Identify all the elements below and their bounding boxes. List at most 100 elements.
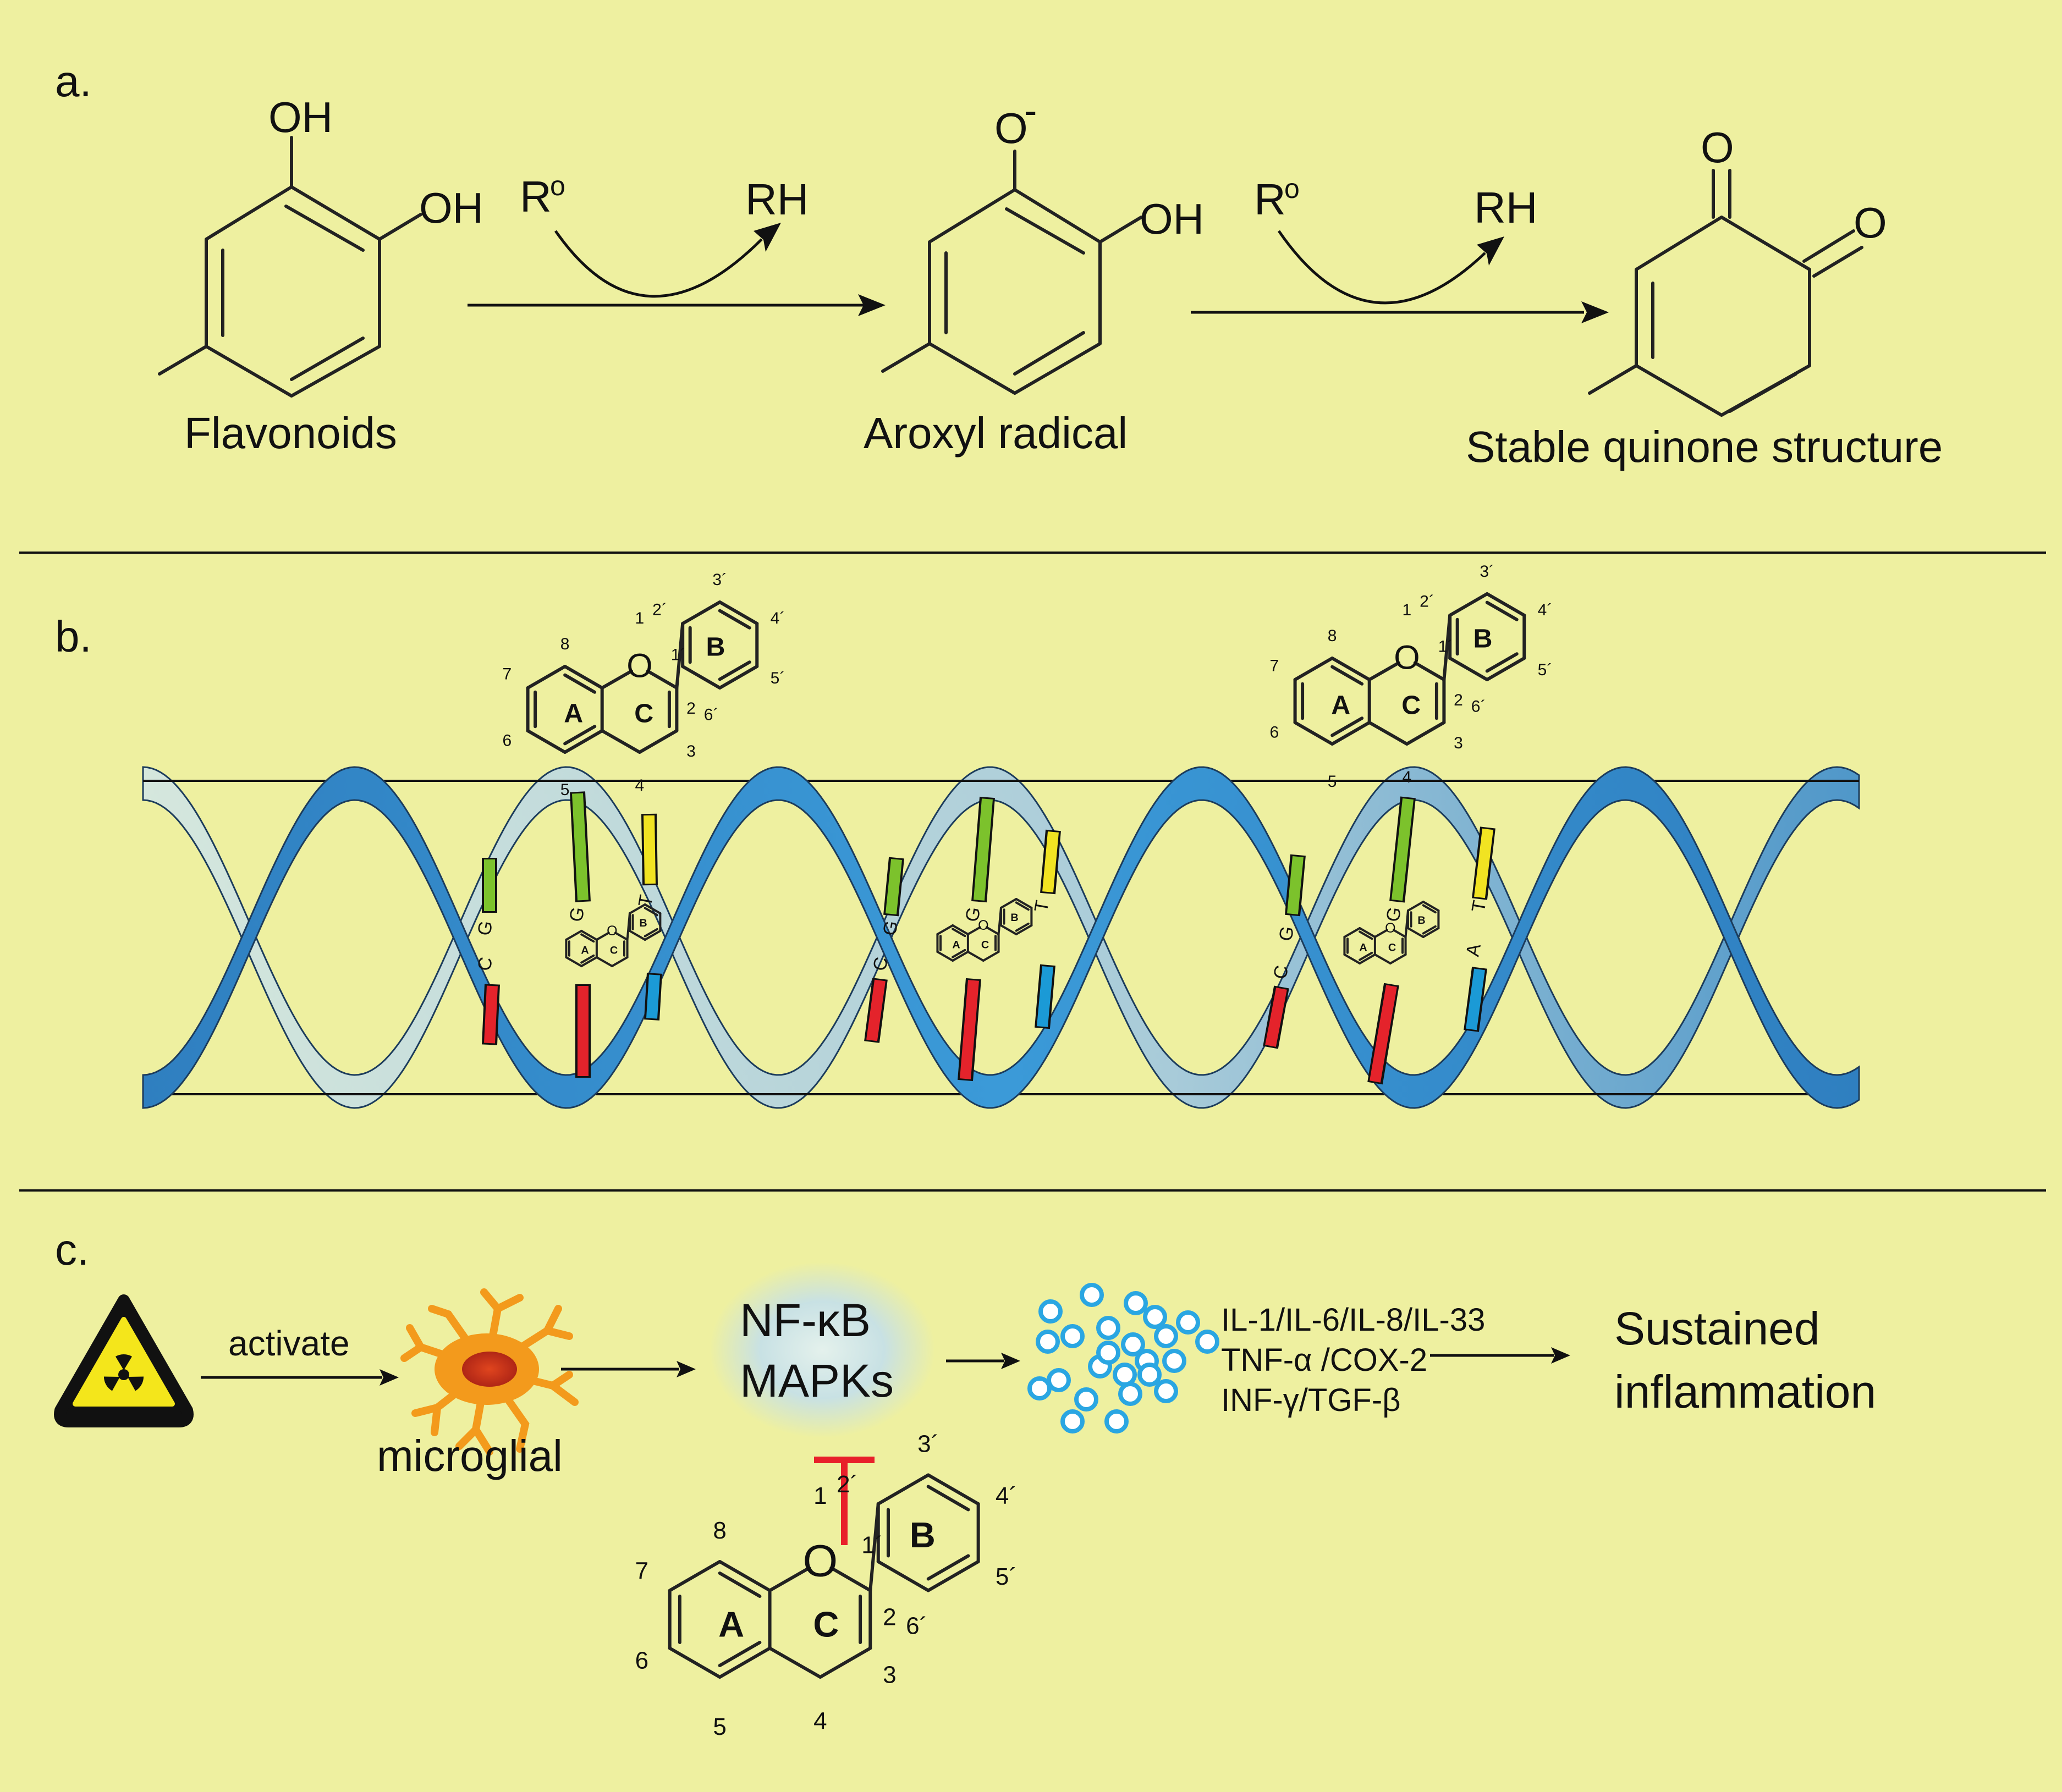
cytokine-dot xyxy=(1096,1341,1120,1365)
bond xyxy=(580,954,595,964)
bond xyxy=(718,600,759,625)
base-bar xyxy=(1037,966,1053,1027)
cytokine-dot xyxy=(1118,1382,1142,1406)
bond xyxy=(526,729,567,754)
position-label: 1 xyxy=(813,1482,827,1509)
ring-label: C xyxy=(1388,942,1396,954)
position-label: 4 xyxy=(1403,768,1412,786)
bond xyxy=(1485,652,1519,673)
bond xyxy=(595,956,613,967)
bond xyxy=(1293,657,1334,681)
bond xyxy=(563,673,597,694)
cytokine-dot xyxy=(1047,1368,1071,1392)
bond xyxy=(1485,592,1526,617)
bond xyxy=(1015,924,1033,935)
ring-label: A xyxy=(1331,690,1350,720)
position-label: 3 xyxy=(883,1662,896,1689)
bond xyxy=(1422,901,1440,912)
bond xyxy=(563,729,604,754)
cytokine-dot xyxy=(1162,1349,1186,1373)
bond xyxy=(668,1646,722,1679)
base-letter: G xyxy=(1275,925,1298,943)
base-bar xyxy=(1392,798,1414,901)
bond xyxy=(1413,661,1446,681)
ring-label: A xyxy=(952,939,960,951)
oxygen-label: O xyxy=(802,1536,838,1586)
bond xyxy=(1367,721,1409,746)
bond xyxy=(526,665,567,690)
bond xyxy=(580,930,598,941)
position-label: 7 xyxy=(502,665,512,683)
bond xyxy=(1485,657,1526,681)
flavonoids-oh-top: OH xyxy=(268,93,333,141)
position-label: 8 xyxy=(560,635,570,653)
base-letter: G xyxy=(474,919,497,938)
position-label: 3 xyxy=(686,742,696,760)
arrow-to-nfkb-head xyxy=(677,1361,696,1377)
base-bar xyxy=(866,979,886,1041)
aroxyl-charge: - xyxy=(1024,89,1037,132)
step2-radical-sup: o xyxy=(1284,173,1300,204)
aroxyl-oh: OH xyxy=(1140,195,1204,243)
bond xyxy=(952,951,969,962)
bond xyxy=(681,665,722,690)
bond xyxy=(646,669,679,690)
bond xyxy=(936,951,954,962)
panel-a-label: a. xyxy=(55,57,92,106)
bond xyxy=(681,600,722,625)
position-label: 3´ xyxy=(917,1431,939,1458)
bond xyxy=(876,1473,930,1506)
panel-b-label: b. xyxy=(55,612,92,661)
bond xyxy=(1448,592,1489,617)
bond xyxy=(668,1560,722,1592)
base-bar xyxy=(1474,828,1493,898)
ring-label: B xyxy=(910,1515,936,1555)
flavonoids-structure: OH OH Flavonoids xyxy=(158,93,483,457)
position-label: 5´ xyxy=(1538,661,1553,679)
step1-radical-sup: o xyxy=(550,170,565,201)
bond xyxy=(1373,929,1388,938)
position-label: 6´ xyxy=(1471,698,1486,716)
cytokine-list-2: TNF-α /COX-2 xyxy=(1221,1342,1427,1378)
cytokine-dot xyxy=(1154,1379,1178,1403)
quinone-caption: Stable quinone structure xyxy=(1466,422,1943,471)
base-bar xyxy=(646,974,660,1019)
bond xyxy=(1367,661,1400,681)
panel-c-label: c. xyxy=(55,1225,89,1274)
bond xyxy=(768,1566,811,1592)
bond xyxy=(644,928,658,938)
nfkb-mapks-cloud xyxy=(710,1262,935,1438)
dna-strand-dark xyxy=(142,766,1860,1109)
panel-c: c. activate xyxy=(54,1225,1876,1740)
aroxyl-o-minus: O xyxy=(994,104,1028,152)
arrow-to-outcome-head xyxy=(1551,1347,1570,1364)
ring-label: B xyxy=(1417,914,1425,927)
bond xyxy=(563,665,604,690)
bond xyxy=(952,924,969,935)
curved-arrow-2-head xyxy=(1477,236,1504,266)
position-label: 4 xyxy=(813,1708,827,1735)
cytokine-dot xyxy=(1036,1330,1060,1354)
ring-label: B xyxy=(1473,624,1492,654)
base-bar xyxy=(1265,988,1287,1047)
base-bar xyxy=(1287,856,1304,914)
position-label: 1 xyxy=(1403,601,1412,619)
bond xyxy=(1359,927,1376,938)
oxygen-label: O xyxy=(607,923,617,939)
nfkb-label: NF-κB xyxy=(740,1294,871,1346)
cytokine-dot xyxy=(1038,1299,1063,1324)
bond xyxy=(829,1566,872,1592)
position-label: 7 xyxy=(1269,657,1279,675)
oxygen-label: O xyxy=(978,918,988,933)
step2-product: RH xyxy=(1474,183,1538,232)
base-letter: G xyxy=(1382,906,1405,924)
bond xyxy=(600,729,641,754)
position-label: 5 xyxy=(1328,773,1337,791)
aroxyl-caption: Aroxyl radical xyxy=(864,409,1128,457)
position-label: 2´ xyxy=(652,600,667,619)
bond xyxy=(1406,901,1425,912)
bond xyxy=(768,1646,822,1679)
